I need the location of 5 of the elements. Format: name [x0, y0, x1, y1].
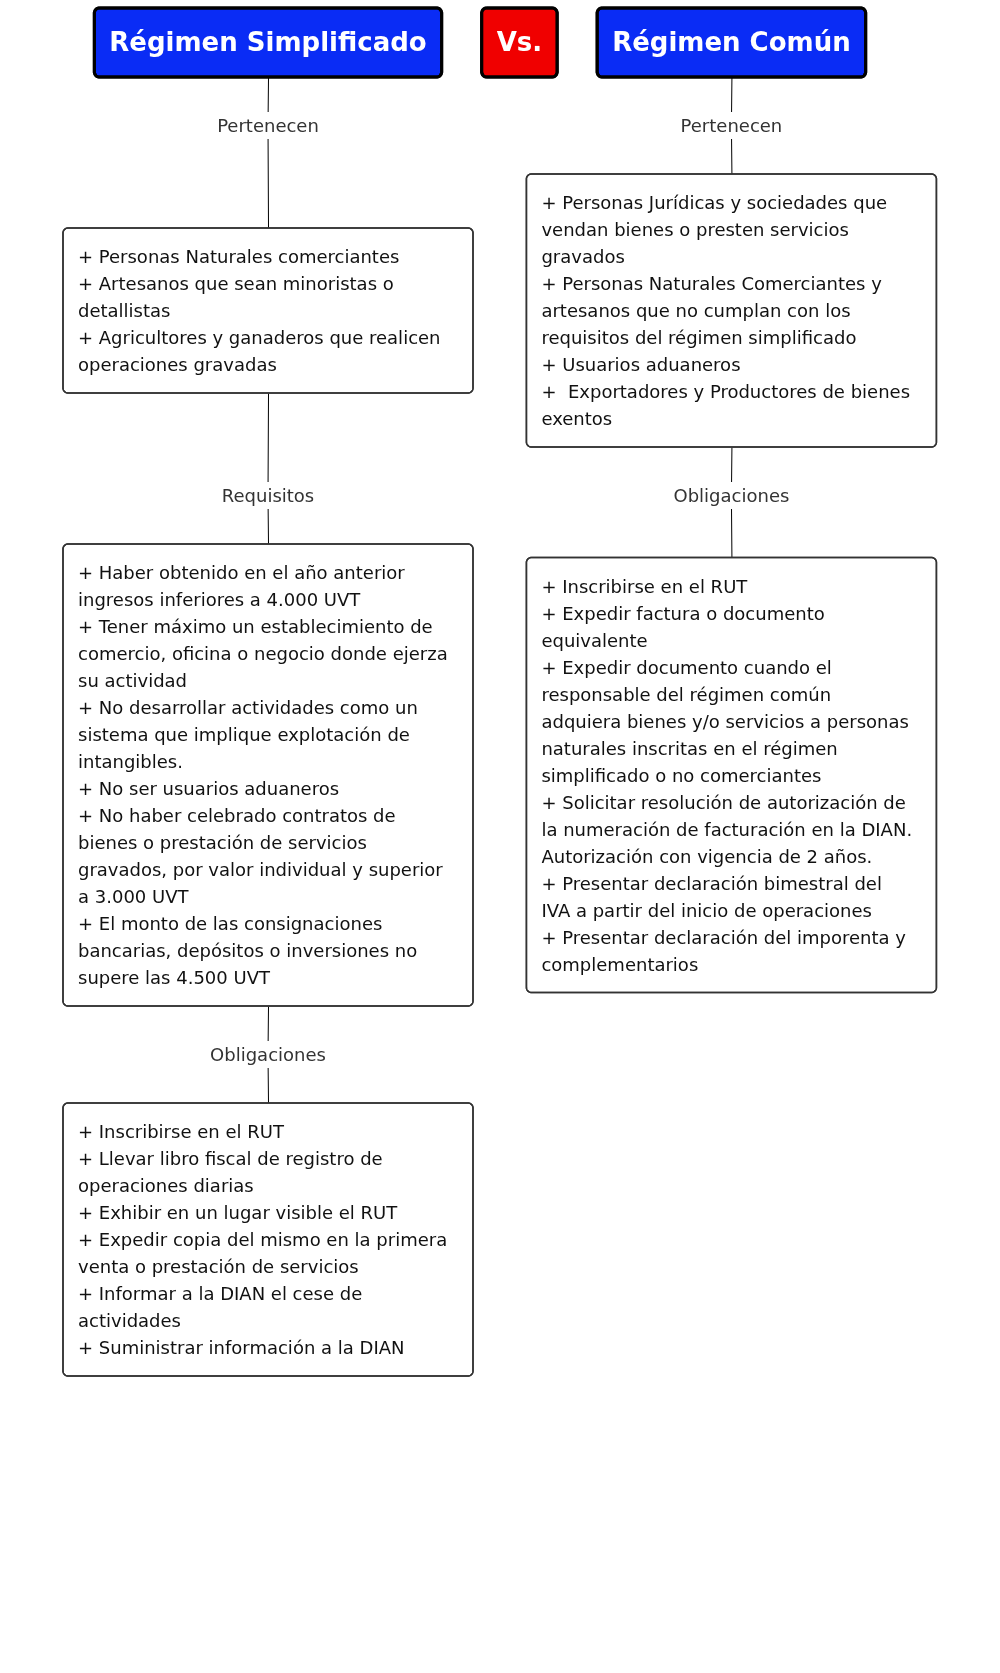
edge-label: Obligaciones	[673, 485, 790, 506]
edge-label: Pertenecen	[217, 115, 320, 136]
edge-label: Requisitos	[222, 485, 315, 506]
edge-label: Pertenecen	[680, 115, 783, 136]
edge-label: Obligaciones	[210, 1044, 327, 1065]
